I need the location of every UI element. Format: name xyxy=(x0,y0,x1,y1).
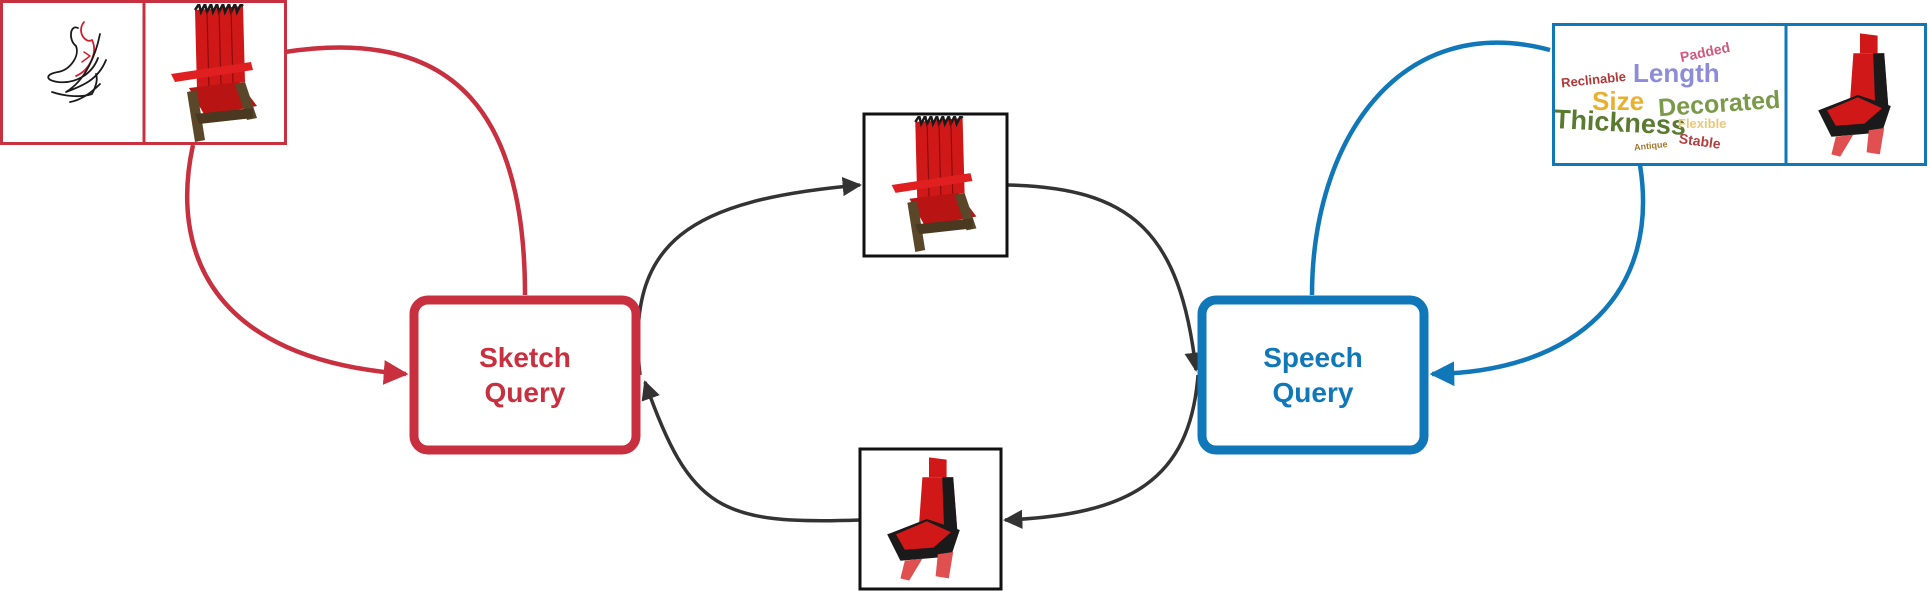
speech-input-arrow xyxy=(1429,164,1646,387)
sketch-input-arrow xyxy=(185,144,409,385)
cloud-word-length: Length xyxy=(1633,58,1720,88)
speech-loop-top-connector xyxy=(1309,40,1551,296)
flow-arrow-result-to-speech xyxy=(1007,183,1204,372)
speech-input-image-pair: Padded Reclinable Length Size Decorated … xyxy=(1552,23,1927,166)
sketch-input-image-pair xyxy=(0,0,287,145)
cloud-word-thickness: Thickness xyxy=(1553,104,1686,141)
speech-query-label-line1: Speech xyxy=(1263,342,1363,373)
speech-query-node: Speech Query xyxy=(1197,295,1429,455)
cloud-word-reclinable: Reclinable xyxy=(1560,69,1626,91)
result-image-top xyxy=(862,112,1009,258)
sketch-drawing xyxy=(47,21,107,103)
flow-arrow-result-to-sketch xyxy=(641,380,861,523)
sketch-query-label-line2: Query xyxy=(485,377,566,408)
sketch-loop-top-connector xyxy=(284,45,528,296)
sketch-query-node: Sketch Query xyxy=(409,295,641,455)
cloud-word-stable: Stable xyxy=(1678,130,1722,152)
cloud-word-antique: Antique xyxy=(1634,139,1668,152)
cloud-word-size: Size xyxy=(1592,86,1644,116)
speech-query-label-line2: Query xyxy=(1273,377,1354,408)
flow-arrow-sketch-to-result xyxy=(636,176,862,376)
cloud-word-flexible: Flexible xyxy=(1678,116,1726,131)
sketch-query-label-line1: Sketch xyxy=(479,342,571,373)
result-image-bottom xyxy=(858,447,1003,591)
flow-arrow-speech-to-result xyxy=(1003,374,1200,529)
